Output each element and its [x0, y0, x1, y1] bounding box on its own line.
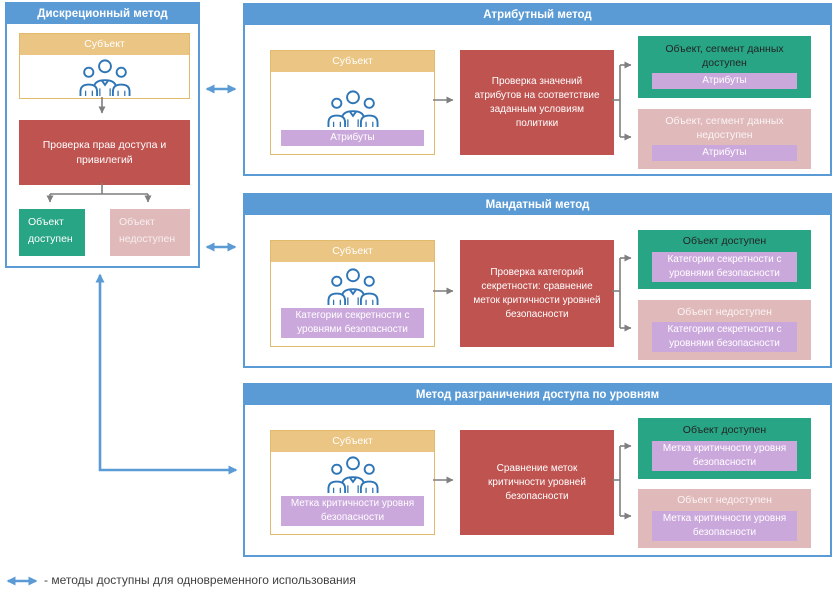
panel-attribute: Атрибутный метод Субъект Атри: [243, 3, 832, 176]
subject-body: Метка критичности уровня безопасности: [271, 452, 434, 534]
panel-levels-title: Метод разграничения доступа по уровням: [245, 385, 830, 405]
panel-discretionary: Дискреционный метод Субъект: [5, 2, 200, 268]
attribute-subject-box: Субъект Атрибуты: [270, 50, 435, 155]
people-icon: [327, 456, 378, 493]
subject-title: Субъект: [271, 431, 434, 452]
outcome-tag: Категории секретности с уровнями безопас…: [652, 322, 797, 353]
panel-attribute-title: Атрибутный метод: [245, 5, 830, 25]
object-allowed-box: Объект, сегмент данных доступен Атрибуты: [638, 36, 811, 98]
subject-body: [20, 55, 189, 98]
outcome-title: Объект, сегмент данных недоступен: [665, 114, 784, 141]
object-denied-box: Объект недоступен Метка критичности уров…: [638, 489, 811, 548]
outcome-tag: Атрибуты: [652, 145, 797, 162]
object-allowed-box: Объект доступен Метка критичности уровня…: [638, 418, 811, 479]
subject-tag: Метка критичности уровня безопасности: [281, 496, 424, 526]
panel-discretionary-title: Дискреционный метод: [7, 4, 198, 24]
outcome-tag: Категории секретности с уровнями безопас…: [652, 251, 797, 282]
check-box: Проверка значений атрибутов на соответст…: [460, 50, 614, 155]
panel-mandatory-title: Мандатный метод: [245, 195, 830, 215]
subject-tag: Категории секретности с уровнями безопас…: [281, 308, 424, 338]
object-allowed-box: Объект доступен Категории секретности с …: [638, 230, 811, 289]
object-allowed-box: Объект доступен: [19, 209, 85, 256]
subject-title: Субъект: [20, 34, 189, 55]
outcome-title: Объект доступен: [682, 424, 767, 437]
check-box: Сравнение меток критичности уровней безо…: [460, 430, 614, 535]
discretionary-subject-box: Субъект: [19, 33, 190, 99]
outcome-title: Объект доступен: [682, 235, 767, 248]
link-discretionary-levels: [95, 273, 238, 475]
object-denied-box: Объект недоступен: [110, 209, 190, 256]
outcome-title: Объект, сегмент данных доступен: [665, 42, 784, 69]
subject-tag: Атрибуты: [281, 130, 424, 146]
people-icon: [327, 268, 378, 305]
mandatory-subject-box: Субъект Категории секретности с уровнями: [270, 240, 435, 347]
people-icon: [79, 58, 130, 96]
check-box: Проверка прав доступа и привилегий: [19, 120, 190, 185]
outcome-tag: Метка критичности уровня безопасности: [652, 440, 797, 471]
outcome-tag: Атрибуты: [652, 73, 797, 90]
outcome-title: Объект недоступен: [677, 494, 772, 507]
panel-mandatory: Мандатный метод Субъект Катег: [243, 193, 832, 368]
subject-title: Субъект: [271, 241, 434, 262]
legend-label: - методы доступны для одновременного исп…: [44, 573, 356, 587]
check-box: Проверка категорий секретности: сравнени…: [460, 240, 614, 347]
outcome-title: Объект недоступен: [677, 305, 772, 318]
subject-body: Категории секретности с уровнями безопас…: [271, 262, 434, 346]
people-icon: [327, 90, 378, 127]
levels-subject-box: Субъект Метка критичности уровня безопас…: [270, 430, 435, 535]
subject-title: Субъект: [271, 51, 434, 72]
object-denied-box: Объект, сегмент данных недоступен Атрибу…: [638, 109, 811, 169]
outcome-tag: Метка критичности уровня безопасности: [652, 510, 797, 541]
panel-levels: Метод разграничения доступа по уровням С…: [243, 383, 832, 557]
subject-body: Атрибуты: [271, 72, 434, 154]
object-denied-box: Объект недоступен Категории секретности …: [638, 300, 811, 360]
